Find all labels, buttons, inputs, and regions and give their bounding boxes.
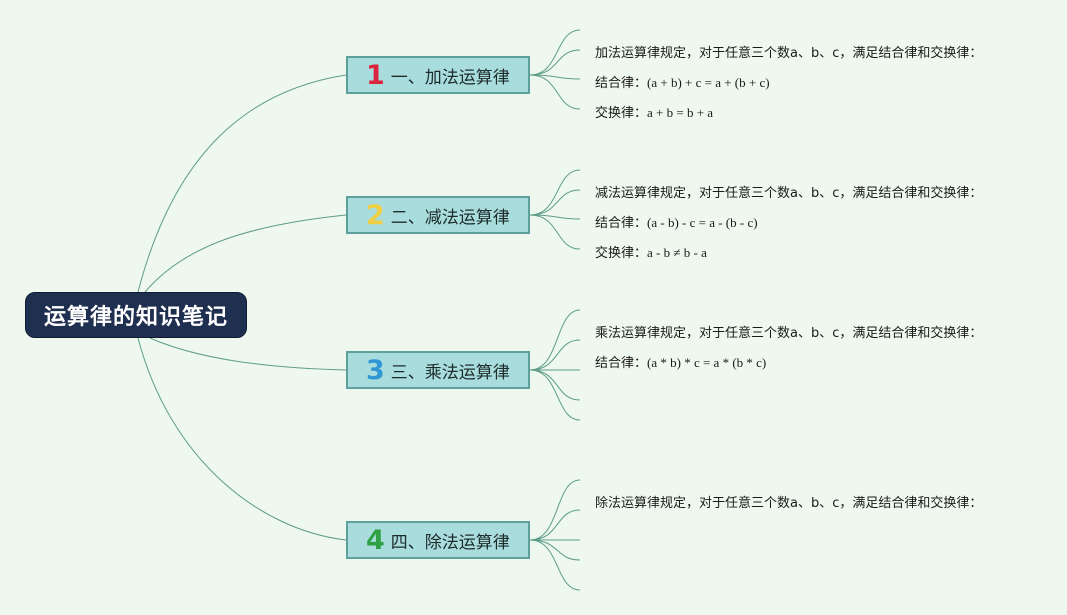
- leaf-link: [529, 369, 581, 421]
- leaf-link: [529, 214, 581, 220]
- root-link-1: [137, 74, 347, 293]
- root-link-2: [144, 214, 347, 293]
- root-topic[interactable]: 运算律的知识笔记: [25, 292, 247, 338]
- leaf-link: [529, 309, 581, 371]
- leaf-link: [529, 214, 581, 250]
- leaf-link: [529, 189, 581, 216]
- branch-label: 四、除法运算律: [390, 532, 510, 553]
- number-2-icon: 2: [366, 199, 385, 231]
- leaf-link: [529, 539, 581, 591]
- leaf-link: [529, 74, 581, 110]
- leaf-link: [529, 509, 581, 541]
- leaf-link: [529, 369, 581, 401]
- root-link-3: [149, 337, 347, 371]
- number-3-icon: 3: [366, 354, 385, 386]
- number-4-icon: 4: [366, 524, 385, 556]
- leaf-link: [529, 29, 581, 76]
- leaf-link: [529, 74, 581, 80]
- leaf-addition-commutative[interactable]: 交换律：a + b = b + a: [595, 105, 714, 121]
- branch-addition[interactable]: 1 一、加法运算律: [346, 56, 530, 94]
- leaf-addition-associative[interactable]: 结合律：(a + b) + c = a + (b + c): [595, 75, 770, 91]
- branch-division[interactable]: 4 四、除法运算律: [346, 521, 530, 559]
- leaf-link: [529, 49, 581, 76]
- leaf-addition-rule[interactable]: 加法运算律规定，对于任意三个数a、b、c，满足结合律和交换律：: [595, 46, 983, 61]
- leaf-multiplication-associative[interactable]: 结合律：(a * b) * c = a * (b * c): [595, 355, 767, 371]
- branch-multiplication[interactable]: 3 三、乘法运算律: [346, 351, 530, 389]
- root-title: 运算律的知识笔记: [43, 305, 228, 330]
- leaf-subtraction-associative[interactable]: 结合律：(a - b) - c = a - (b - c): [595, 215, 758, 231]
- leaf-link: [529, 169, 581, 216]
- leaf-division-rule[interactable]: 除法运算律规定，对于任意三个数a、b、c，满足结合律和交换律：: [595, 496, 983, 511]
- leaf-subtraction-rule[interactable]: 减法运算律规定，对于任意三个数a、b、c，满足结合律和交换律：: [595, 186, 983, 201]
- leaf-link: [529, 539, 581, 561]
- branch-subtraction[interactable]: 2 二、减法运算律: [346, 196, 530, 234]
- leaf-multiplication-rule[interactable]: 乘法运算律规定，对于任意三个数a、b、c，满足结合律和交换律：: [595, 326, 983, 341]
- leaf-link: [529, 339, 581, 371]
- branch-label: 一、加法运算律: [390, 67, 510, 88]
- number-1-icon: 1: [366, 59, 385, 91]
- leaf-link: [529, 479, 581, 541]
- branch-label: 三、乘法运算律: [390, 362, 510, 383]
- branch-label: 二、减法运算律: [390, 207, 510, 228]
- root-link-4: [137, 337, 347, 541]
- leaf-subtraction-commutative[interactable]: 交换律：a - b ≠ b - a: [595, 245, 707, 261]
